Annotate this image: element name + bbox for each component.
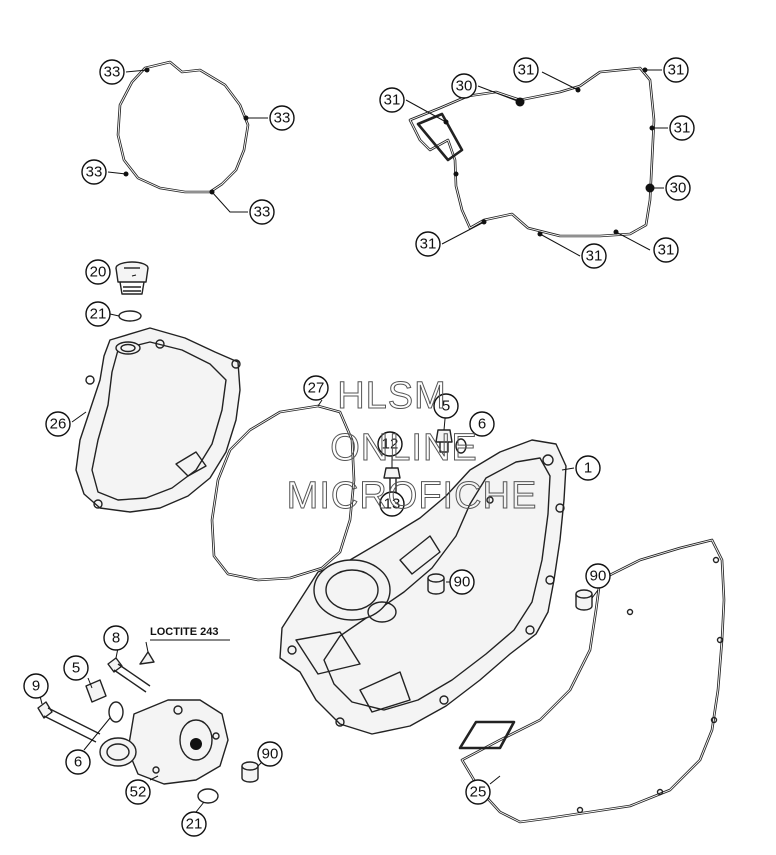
callout-5: 5 (433, 393, 459, 419)
svg-text:ONLINE: ONLINE (330, 427, 477, 469)
callout-31: 31 (581, 243, 607, 269)
callout-8: 8 (103, 625, 129, 651)
dowel-pin (241, 761, 259, 783)
callout-31: 31 (653, 237, 679, 263)
callout-31: 31 (415, 231, 441, 257)
callout-33: 33 (249, 199, 275, 225)
callout-31: 31 (379, 87, 405, 113)
water-pump-cover (99, 699, 229, 785)
o-ring (118, 310, 142, 322)
dowel-pin (575, 589, 593, 611)
svg-text:9: 9 (32, 678, 40, 695)
callout-33: 33 (99, 59, 125, 85)
svg-text:31: 31 (674, 120, 691, 137)
callout-27: 27 (303, 375, 329, 401)
watermark: HLSM ONLINE MICROFICHE (286, 375, 538, 518)
svg-text:6: 6 (478, 416, 486, 433)
svg-text:8: 8 (112, 630, 120, 647)
callout-52: 52 (125, 779, 151, 805)
small-bolt (383, 467, 401, 495)
svg-text:5: 5 (442, 398, 450, 415)
callout-26: 26 (45, 411, 71, 437)
callout-33: 33 (81, 159, 107, 185)
svg-text:MICROFICHE: MICROFICHE (287, 475, 538, 517)
svg-text:33: 33 (104, 64, 121, 81)
crankcase-cover-gasket (458, 538, 726, 824)
long-bolt (37, 701, 101, 743)
svg-text:33: 33 (254, 204, 271, 221)
callout-31: 31 (513, 57, 539, 83)
svg-text:12: 12 (382, 436, 399, 453)
svg-text:52: 52 (130, 784, 147, 801)
callout-30: 30 (451, 73, 477, 99)
callout-6: 6 (469, 411, 495, 437)
callout-90: 90 (257, 741, 283, 767)
callout-21: 21 (85, 301, 111, 327)
callout-9: 9 (23, 673, 49, 699)
svg-text:31: 31 (668, 62, 685, 79)
svg-text:21: 21 (186, 816, 203, 833)
callout-1: 1 (575, 455, 601, 481)
svg-text:33: 33 (86, 164, 103, 181)
svg-text:26: 26 (50, 416, 67, 433)
svg-text:25: 25 (470, 784, 487, 801)
svg-text:20: 20 (90, 264, 107, 281)
callout-12: 12 (377, 431, 403, 457)
svg-text:30: 30 (456, 78, 473, 95)
callout-5: 5 (63, 655, 89, 681)
svg-text:90: 90 (262, 746, 279, 763)
callout-21: 21 (181, 811, 207, 837)
clutch-cover (75, 327, 241, 513)
drain-screw (435, 429, 467, 454)
clutch-cover-gasket (107, 60, 268, 213)
callout-20: 20 (85, 259, 111, 285)
svg-text:1: 1 (584, 460, 592, 477)
o-ring (197, 788, 219, 804)
svg-text:21: 21 (90, 306, 107, 323)
callout-13: 13 (379, 491, 405, 517)
loctite-note: LOCTITE 243 (150, 626, 218, 638)
svg-text:HLSM: HLSM (337, 375, 447, 417)
loctite-marker (139, 651, 155, 665)
callout-31: 31 (669, 115, 695, 141)
callout-33: 33 (269, 105, 295, 131)
svg-text:31: 31 (658, 242, 675, 259)
svg-text:13: 13 (384, 496, 401, 513)
svg-text:31: 31 (384, 92, 401, 109)
svg-text:31: 31 (518, 62, 535, 79)
clutch-cover-gasket-inner (210, 399, 356, 582)
dowel-pin (427, 573, 445, 595)
svg-text:31: 31 (586, 248, 603, 265)
ignition-cover-gasket (405, 66, 668, 257)
svg-text:90: 90 (590, 568, 607, 585)
svg-text:5: 5 (72, 660, 80, 677)
callout-90: 90 (585, 563, 611, 589)
svg-text:6: 6 (74, 754, 82, 771)
crankcase-cover (279, 439, 567, 735)
svg-text:33: 33 (274, 110, 291, 127)
svg-text:30: 30 (670, 180, 687, 197)
callout-25: 25 (465, 779, 491, 805)
callout-31: 31 (663, 57, 689, 83)
sealing-ring (108, 701, 124, 723)
svg-text:90: 90 (454, 574, 471, 591)
callout-6: 6 (65, 749, 91, 775)
plug-screw (85, 679, 107, 703)
callout-30: 30 (665, 175, 691, 201)
svg-text:27: 27 (308, 380, 325, 397)
bolt (107, 657, 151, 693)
callout-90: 90 (449, 569, 475, 595)
oil-filler-plug (115, 261, 149, 295)
svg-text:31: 31 (420, 236, 437, 253)
